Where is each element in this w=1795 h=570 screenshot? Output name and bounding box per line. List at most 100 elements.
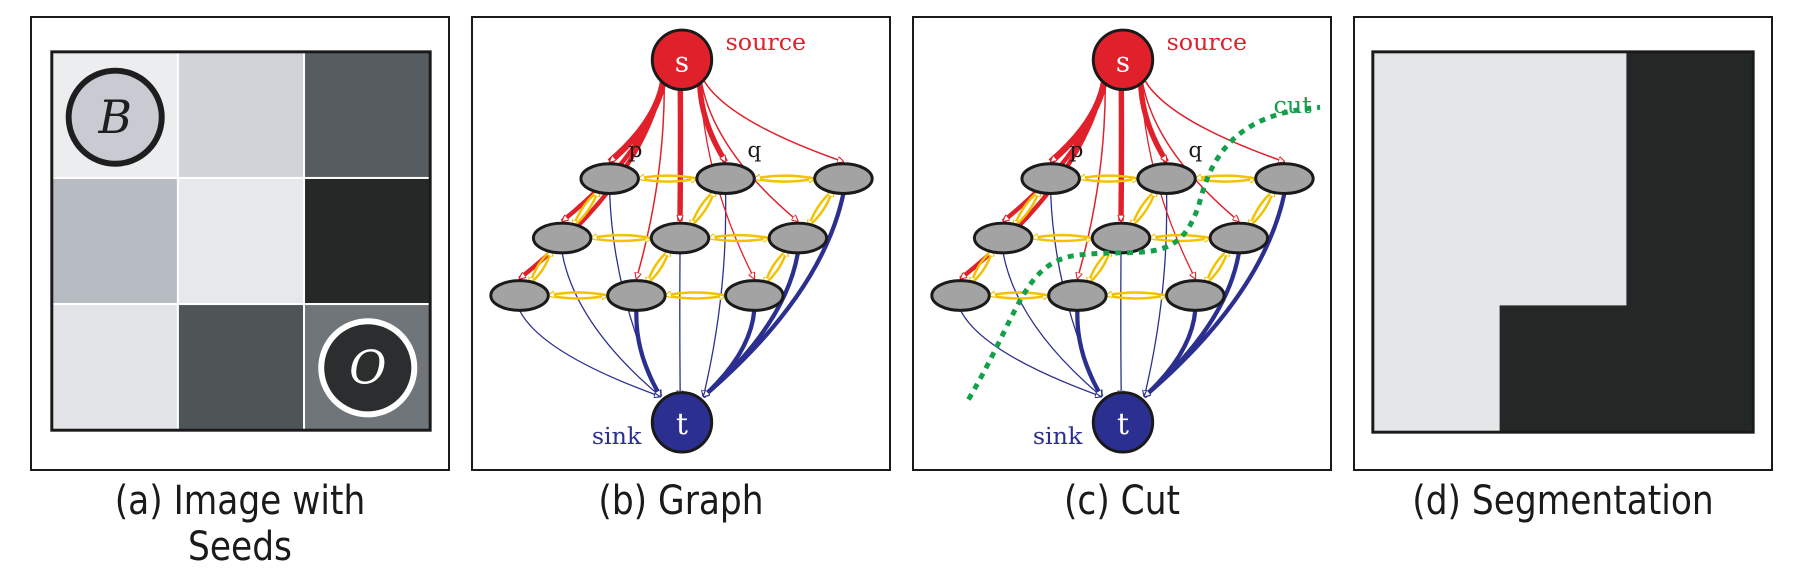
cut-label: cut: [1274, 91, 1313, 119]
n-link: [638, 176, 696, 179]
caption-image-with-seeds: (a) Image with Seeds: [59, 478, 420, 570]
object-seed: O: [321, 321, 414, 414]
segmentation-grid: [1373, 52, 1754, 433]
image-with-seeds-figure: B O: [32, 18, 448, 469]
segmentation-region: [1626, 179, 1753, 306]
n-link: [1250, 190, 1274, 226]
pixel-node: [608, 281, 665, 311]
n-link: [765, 250, 787, 284]
pixel-node: [815, 164, 872, 194]
segmentation-region: [1373, 179, 1500, 306]
pixel-node: [726, 281, 783, 311]
n-link: [989, 293, 1048, 296]
image-pixel: [304, 178, 430, 304]
n-link: [754, 179, 814, 182]
segmentation-region: [1373, 52, 1500, 179]
pixel-node: [1210, 223, 1267, 253]
cut-node-p-label: p: [1070, 138, 1084, 163]
n-link: [647, 250, 669, 284]
n-link: [665, 296, 725, 299]
n-link: [638, 179, 696, 182]
node-q-label: q: [747, 138, 761, 163]
panel-image-with-seeds: B O: [30, 16, 450, 471]
pixel-node: [1092, 223, 1149, 253]
source-t-link: [1141, 72, 1285, 162]
sink-t-link: [961, 310, 1102, 396]
n-link: [1206, 250, 1228, 284]
image-pixel: [178, 178, 304, 304]
graph-figure: source sink p q s t: [473, 18, 889, 469]
n-link: [1032, 235, 1092, 238]
sink-t-link: [636, 310, 660, 396]
image-pixel: [52, 178, 178, 304]
segmentation-figure: [1355, 18, 1771, 469]
background-seed: B: [69, 71, 162, 164]
n-link: [591, 238, 651, 241]
pixel-node: [491, 281, 548, 311]
node-p-label: p: [629, 138, 643, 163]
caption-graph: (b) Graph: [500, 478, 861, 524]
cut-figure: source sink p q cut s t: [914, 18, 1330, 469]
pixel-node: [932, 281, 989, 311]
pixel-node: [1138, 164, 1195, 194]
n-link: [1106, 293, 1166, 296]
image-pixel: [178, 304, 304, 430]
sink-node-letter: t: [676, 407, 688, 442]
n-link: [665, 293, 725, 296]
segmentation-region: [1500, 179, 1627, 306]
segmentation-region: [1500, 52, 1627, 179]
n-link: [1132, 190, 1156, 226]
caption-segmentation: (d) Segmentation: [1382, 478, 1743, 524]
image-pixel: [304, 52, 430, 178]
cut-source-node-letter: s: [1116, 46, 1130, 79]
n-link: [1195, 176, 1255, 179]
cut-source-label: source: [1167, 28, 1248, 56]
segmentation-region: [1626, 305, 1753, 432]
n-link: [1079, 179, 1137, 182]
segmentation-region: [1500, 305, 1627, 432]
pixel-node: [1256, 164, 1313, 194]
pixel-node: [1022, 164, 1079, 194]
panel-segmentation: [1353, 16, 1773, 471]
sink-t-link: [562, 253, 660, 397]
n-link: [1250, 190, 1274, 226]
n-link: [591, 235, 651, 238]
n-link: [691, 190, 715, 226]
pixel-node: [651, 223, 708, 253]
n-link: [647, 250, 669, 284]
segmentation-region: [1373, 305, 1500, 432]
sink-t-link: [520, 310, 661, 396]
cut-sink-label: sink: [1033, 422, 1083, 450]
cut-sink-node-letter: t: [1117, 407, 1129, 442]
n-link: [1150, 235, 1210, 238]
panel-cut: source sink p q cut s t: [912, 16, 1332, 471]
cut-node-q-label: q: [1188, 138, 1202, 163]
n-link: [989, 296, 1048, 299]
n-link: [548, 293, 607, 296]
n-link: [809, 190, 833, 226]
n-link: [709, 235, 769, 238]
n-link: [809, 190, 833, 226]
n-link: [1032, 238, 1092, 241]
n-link: [1132, 190, 1156, 226]
n-link: [1106, 296, 1166, 299]
source-label: source: [726, 28, 807, 56]
sink-label: sink: [592, 422, 642, 450]
n-link: [1079, 176, 1137, 179]
image-pixel: [52, 304, 178, 430]
source-t-link: [562, 72, 664, 222]
pixel-node: [769, 223, 826, 253]
n-link: [691, 190, 715, 226]
caption-cut: (c) Cut: [941, 478, 1302, 524]
n-link: [1206, 250, 1228, 284]
sink-t-link: [1003, 253, 1101, 397]
source-t-link: [700, 72, 844, 162]
pixel-node: [1167, 281, 1224, 311]
n-link: [765, 250, 787, 284]
segmentation-region: [1626, 52, 1753, 179]
pixel-node: [1049, 281, 1106, 311]
n-link: [548, 296, 607, 299]
n-link: [1150, 238, 1210, 241]
panel-graph: source sink p q s t: [471, 16, 891, 471]
pixel-node: [581, 164, 638, 194]
